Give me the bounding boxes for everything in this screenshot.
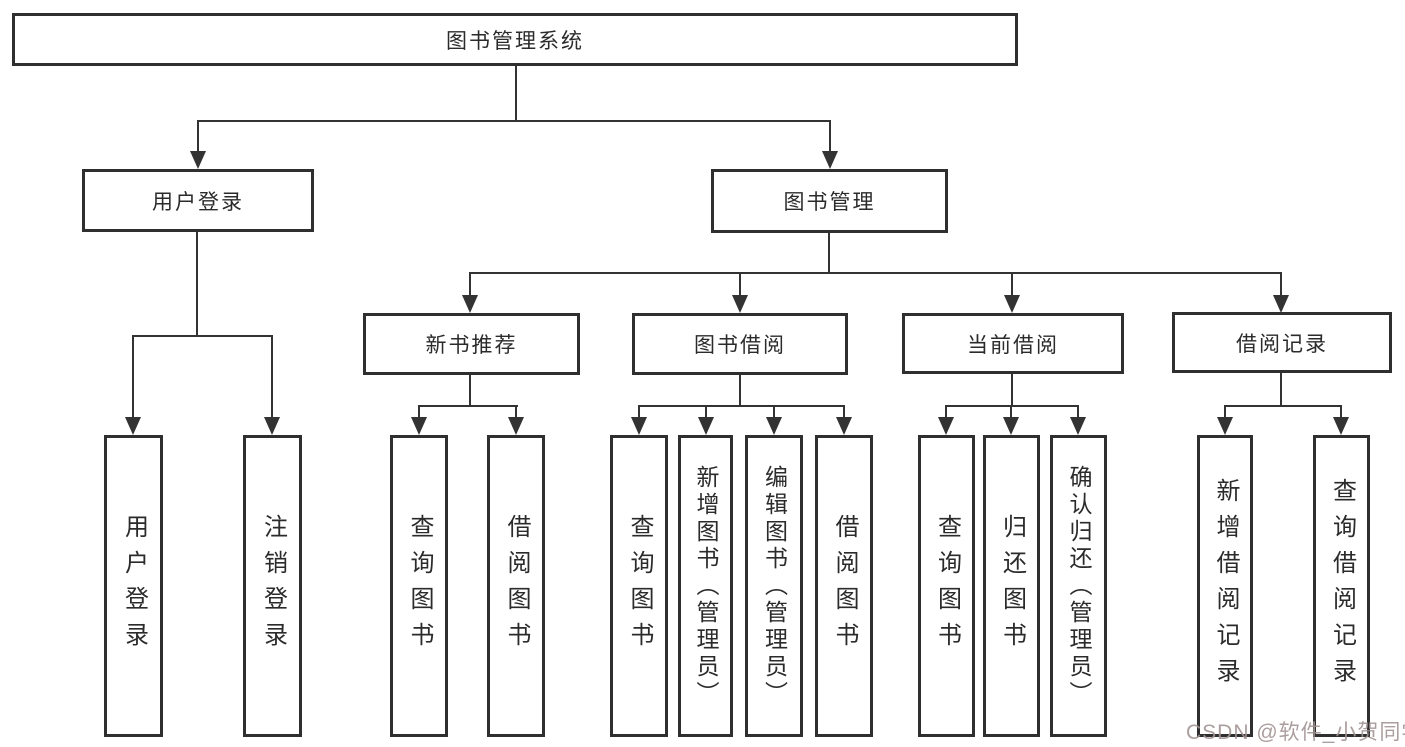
leaf-label: 查询图书 [626,514,653,658]
node-borrowing-records: 借阅记录 [1172,312,1392,373]
leaf-label: 查询图书 [933,514,961,658]
connector-line [1224,405,1342,407]
connector-line [418,405,518,407]
leaf-label: 查询借阅记录 [1328,478,1356,694]
connector-line [515,66,517,120]
connector-line [739,374,741,405]
node-label: 图书管理系统 [446,29,584,53]
connector-line [1280,373,1282,405]
node-new-book-recommendation: 新书推荐 [363,313,580,375]
leaf-borrow-books: 借阅图书 [815,435,873,737]
arrow-down-icon [462,295,478,313]
arrow-down-icon [264,417,280,435]
leaf-add-books-admin: 新增图书（管理员） [678,435,733,737]
connector-line [469,272,1282,274]
arrow-down-icon [822,151,838,169]
connector-line [418,405,420,419]
connector-line [132,335,134,419]
arrow-down-icon [1217,417,1233,435]
arrow-down-icon [190,151,206,169]
node-label: 用户登录 [152,190,244,214]
arrow-down-icon [1273,295,1289,313]
leaf-label: 编辑图书（管理员） [761,464,788,708]
connector-line [638,405,640,419]
leaf-label: 注销登录 [259,514,287,658]
watermark: CSDN @软件_小贺同学 [1186,721,1405,744]
connector-line [828,233,830,273]
node-library-management-system: 图书管理系统 [12,13,1018,66]
node-book-borrowing: 图书借阅 [632,313,848,375]
node-label: 当前借阅 [967,333,1059,357]
node-label: 借阅记录 [1236,332,1328,356]
arrow-down-icon [125,417,141,435]
arrow-down-icon [766,417,782,435]
connector-line [945,405,947,419]
arrow-down-icon [732,295,748,313]
node-label: 图书借阅 [694,334,786,357]
connector-line [843,405,845,419]
node-label: 新书推荐 [425,334,518,357]
connector-line [515,405,517,419]
leaf-label: 确认归还（管理员） [1066,464,1092,708]
connector-line [1224,405,1226,419]
arrow-down-icon [1333,417,1349,435]
connector-line [132,335,273,337]
leaf-search-books-current: 查询图书 [918,435,975,737]
connector-line [829,120,831,153]
connector-line [1340,405,1342,419]
connector-line [945,405,1079,407]
connector-line [1011,272,1013,297]
node-label: 图书管理 [783,191,876,214]
connector-line [1077,405,1079,419]
leaf-label: 新增借阅记录 [1212,478,1239,694]
connector-line [638,405,845,407]
arrow-down-icon [836,417,852,435]
connector-line [705,405,707,419]
connector-line [197,120,199,153]
connector-line [773,405,775,419]
arrow-down-icon [938,417,954,435]
leaf-search-books: 查询图书 [610,435,668,737]
leaf-label: 新增图书（管理员） [693,464,719,708]
leaf-label: 查询图书 [406,514,433,658]
connector-line [1280,272,1282,297]
arrow-down-icon [1004,295,1020,313]
leaf-user-login: 用户登录 [104,435,163,737]
leaf-label: 归还图书 [998,514,1026,658]
leaf-add-borrow-record: 新增借阅记录 [1197,435,1253,737]
leaf-label: 借阅图书 [503,514,530,658]
connector-line [1010,405,1012,419]
leaf-label: 用户登录 [120,514,148,658]
leaf-logout: 注销登录 [243,435,302,737]
leaf-edit-books-admin: 编辑图书（管理员） [745,435,803,737]
arrow-down-icon [411,417,427,435]
connector-line [1011,373,1013,405]
leaf-label: 借阅图书 [831,514,858,658]
arrow-down-icon [508,417,524,435]
leaf-borrow-books-recommend: 借阅图书 [487,435,545,737]
arrow-down-icon [631,417,647,435]
arrow-down-icon [1003,417,1019,435]
connector-line [469,272,471,297]
connector-line [197,120,831,122]
leaf-confirm-return-admin: 确认归还（管理员） [1050,435,1107,737]
node-user-login: 用户登录 [82,169,314,232]
node-current-borrowing: 当前借阅 [902,313,1124,374]
leaf-search-books-recommend: 查询图书 [390,435,448,737]
node-book-management: 图书管理 [711,169,948,233]
connector-line [739,272,741,297]
arrow-down-icon [1070,417,1086,435]
leaf-return-books: 归还图书 [983,435,1040,737]
connector-line [469,374,471,405]
leaf-search-borrow-record: 查询借阅记录 [1313,435,1370,737]
connector-line [196,232,198,335]
connector-line [271,335,273,419]
arrow-down-icon [698,417,714,435]
